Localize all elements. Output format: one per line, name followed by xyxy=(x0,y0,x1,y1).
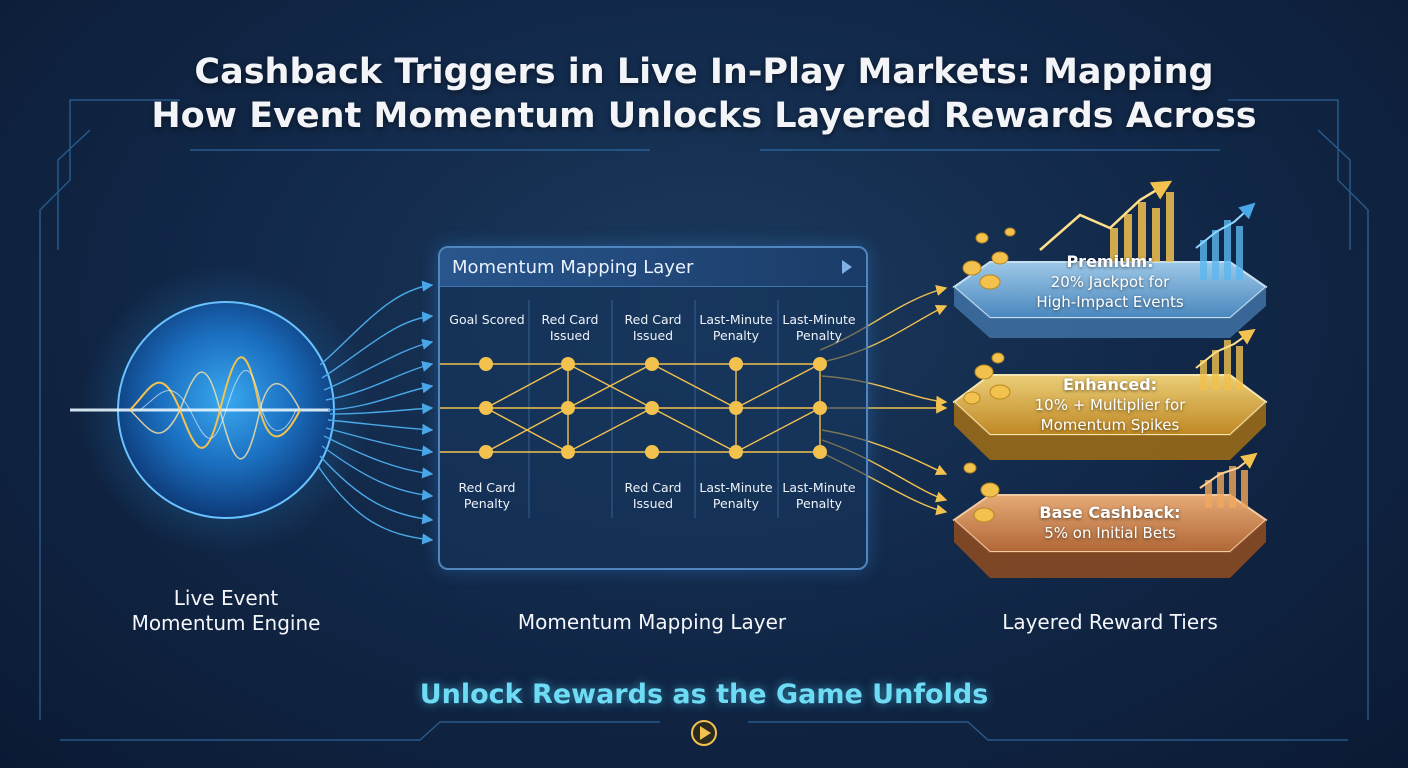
event-label-top-5: Last-Minute Penalty xyxy=(782,312,856,343)
tier-base-desc-1: 5% on Initial Bets xyxy=(1044,524,1176,542)
footer-tagline: Unlock Rewards as the Game Unfolds xyxy=(419,679,989,710)
tier-base-name: Base Cashback: xyxy=(1039,503,1181,522)
circuit-frame xyxy=(39,99,1369,741)
event-label-bottom-3: Red Card Issued xyxy=(624,480,682,511)
reward-tiers-label: Layered Reward Tiers xyxy=(1002,610,1218,634)
play-icon[interactable] xyxy=(842,260,852,274)
tier-enhanced-desc-2: Momentum Spikes xyxy=(1040,416,1180,434)
momentum-mapping-panel: Momentum Mapping Layer xyxy=(438,246,868,570)
panel-header: Momentum Mapping Layer xyxy=(440,248,866,287)
waveform-orb-icon xyxy=(70,265,371,555)
mapping-layer-label: Momentum Mapping Layer xyxy=(517,610,787,634)
event-label-top-2: Red Card Issued xyxy=(541,312,599,343)
engine-label-line-1: Live Event xyxy=(173,586,279,610)
bar-chart-arrow-icon xyxy=(1039,180,1258,508)
play-circle-icon[interactable] xyxy=(691,720,717,746)
tier-base: Base Cashback: 5% on Initial Bets xyxy=(980,503,1240,543)
tier-enhanced: Enhanced: 10% + Multiplier for Momentum … xyxy=(980,375,1240,435)
engine-label: Live Event Momentum Engine xyxy=(96,586,356,636)
page-title: Cashback Triggers in Live In-Play Market… xyxy=(0,50,1408,138)
tier-platform-base xyxy=(952,494,1268,578)
page-title-line-2: How Event Momentum Unlocks Layered Rewar… xyxy=(151,96,1257,136)
page-title-line-1: Cashback Triggers in Live In-Play Market… xyxy=(194,52,1214,92)
gold-coin-icon xyxy=(962,227,1016,523)
tier-premium-desc-1: 20% Jackpot for xyxy=(1050,273,1170,291)
tier-premium: Premium: 20% Jackpot for High-Impact Eve… xyxy=(980,252,1240,312)
tier-enhanced-desc-1: 10% + Multiplier for xyxy=(1034,396,1186,414)
tier-enhanced-name: Enhanced: xyxy=(1062,375,1158,394)
panel-title: Momentum Mapping Layer xyxy=(452,257,694,278)
tier-premium-name: Premium: xyxy=(1066,252,1154,271)
event-label-top-4: Last-Minute Penalty xyxy=(699,312,773,343)
tier-premium-desc-2: High-Impact Events xyxy=(1036,293,1184,311)
mapping-nodes xyxy=(479,357,827,459)
engine-to-panel-arrows xyxy=(317,280,434,545)
event-label-top-1: Goal Scored xyxy=(449,312,525,327)
mapping-network xyxy=(440,300,827,518)
engine-label-line-2: Momentum Engine xyxy=(131,611,321,635)
event-label-bottom-5: Last-Minute Penalty xyxy=(782,480,856,511)
mapping-edges xyxy=(440,363,821,453)
event-label-bottom-1: Red Card Penalty xyxy=(458,480,516,511)
event-label-top-3: Red Card Issued xyxy=(624,312,682,343)
event-label-bottom-4: Last-Minute Penalty xyxy=(699,480,773,511)
